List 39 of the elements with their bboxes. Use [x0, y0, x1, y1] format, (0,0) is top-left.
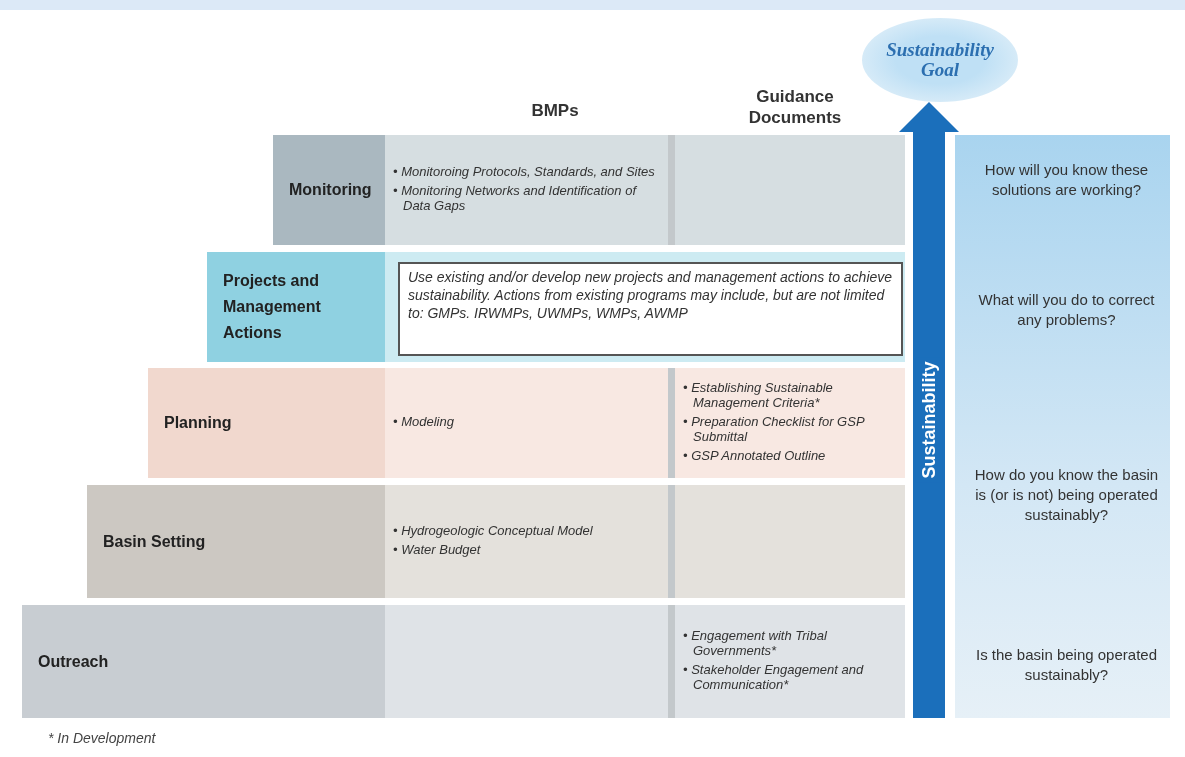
bullet-item: • Stakeholder Engagement and Communication*: [683, 661, 865, 692]
question-text: What will you do to correct any problems?: [977, 290, 1156, 330]
step-title: Basin Setting: [103, 531, 207, 552]
bullet-item: • Hydrogeologic Conceptual Model: [393, 522, 593, 538]
table-cell: [385, 135, 668, 245]
table-cell: [675, 135, 905, 245]
table-cell: [675, 605, 905, 718]
question-panel: [955, 135, 1170, 718]
bullet-item: • Monitoroing Protocols, Standards, and Sites: [393, 163, 656, 179]
step-title: Projects and Management Actions: [223, 271, 322, 343]
bullet-item: • Engagement with Tribal Governments*: [683, 627, 828, 658]
table-cell: [675, 485, 905, 598]
step-box: [207, 252, 385, 362]
step-box: [148, 368, 385, 478]
step-box: [22, 605, 385, 718]
column-heading: Guidance Documents: [747, 86, 843, 128]
step-title: Planning: [164, 413, 233, 433]
bullet-item: • Establishing Sustainable Management Criteria*: [683, 379, 834, 410]
question-text: Is the basin being operated sustainably?: [975, 645, 1158, 685]
note-box: [398, 262, 903, 356]
bullet-item: • Preparation Checklist for GSP Submittal: [683, 413, 866, 444]
bullet-item: • Modeling: [393, 413, 455, 429]
column-heading: BMPs: [530, 100, 580, 122]
question-text: How will you know these solutions are working?: [983, 160, 1150, 200]
step-box: [273, 135, 385, 245]
table-cell: [675, 368, 905, 478]
table-cell: [385, 368, 668, 478]
table-cell: [385, 485, 668, 598]
table-cell: [385, 605, 668, 718]
step-title: Outreach: [38, 651, 110, 672]
bullet-item: • Water Budget: [393, 541, 482, 557]
bullet-item: • Monitoring Networks and Identification of Data Gaps: [393, 182, 638, 213]
bullet-item: • GSP Annotated Outline: [683, 447, 827, 463]
note-text: Use existing and/or develop new projects and management actions to achieve sustainability. Actions from existing programs may include, but are not limited to: GMPs. IRWMPs, UWMPs, WMPs, AWMP: [408, 268, 893, 322]
goal-title: Sustainability Goal: [885, 40, 995, 80]
question-text: How do you know the basin is (or is not) being operated sustainably?: [973, 465, 1160, 525]
step-box: [87, 485, 385, 598]
footnote: * In Development: [48, 729, 157, 748]
step-title: Monitoring: [289, 180, 373, 200]
